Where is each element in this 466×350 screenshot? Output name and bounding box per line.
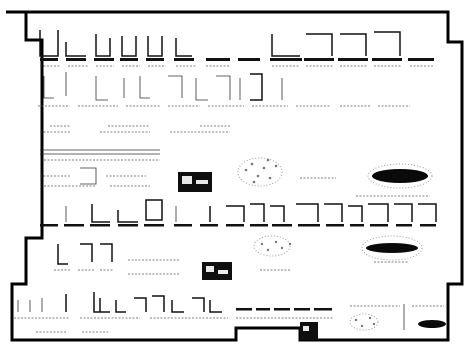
scatter-cluster xyxy=(237,157,283,187)
row1-tab xyxy=(374,31,401,56)
row3-tiles xyxy=(65,199,437,223)
mid-left-boxes xyxy=(44,167,150,187)
annotation-block xyxy=(40,125,230,177)
row1-tabs xyxy=(39,30,434,61)
ellipse-dark xyxy=(361,235,423,261)
row1-tab-bar xyxy=(270,58,302,61)
row1-tab-bar xyxy=(238,58,260,61)
row1-tab xyxy=(121,36,137,57)
row2-brackets xyxy=(43,72,283,101)
row1-tab xyxy=(147,36,163,57)
row1-tab-bar xyxy=(94,58,114,61)
sheet-outline xyxy=(6,10,464,342)
row4-shapes xyxy=(17,292,222,313)
thumbnail-dark xyxy=(300,322,318,340)
row4-captions xyxy=(14,317,334,333)
scatter-cluster xyxy=(349,313,379,331)
row1-tab xyxy=(95,34,111,57)
row3-bars xyxy=(40,224,436,227)
row1-tab-bar xyxy=(40,58,58,61)
row1-tab xyxy=(65,42,86,57)
row1-tab-bar xyxy=(408,58,434,61)
row1-tab xyxy=(39,30,59,57)
row1-tab-bar xyxy=(174,58,194,61)
ellipse-dark xyxy=(367,163,433,189)
scatter-cluster xyxy=(253,235,292,257)
row1-tab xyxy=(175,38,192,57)
row1-tab xyxy=(306,33,333,56)
row4-bars xyxy=(236,308,332,311)
row1-tab-bar xyxy=(372,58,402,61)
thumbnail-dark xyxy=(178,172,212,192)
lower-left-icons xyxy=(54,243,180,275)
thumbnail-dark xyxy=(202,262,232,280)
row1-tab xyxy=(271,34,300,57)
ellipse-dark xyxy=(418,320,446,328)
row1-tab-bar xyxy=(66,58,86,61)
row1-tab-bar xyxy=(120,58,138,61)
row1-tab-bar xyxy=(206,58,230,61)
row1-tab-bar xyxy=(304,58,334,61)
row1-tab xyxy=(340,33,367,56)
row1-tab-bar xyxy=(338,58,368,61)
row1-tab-bar xyxy=(146,58,164,61)
